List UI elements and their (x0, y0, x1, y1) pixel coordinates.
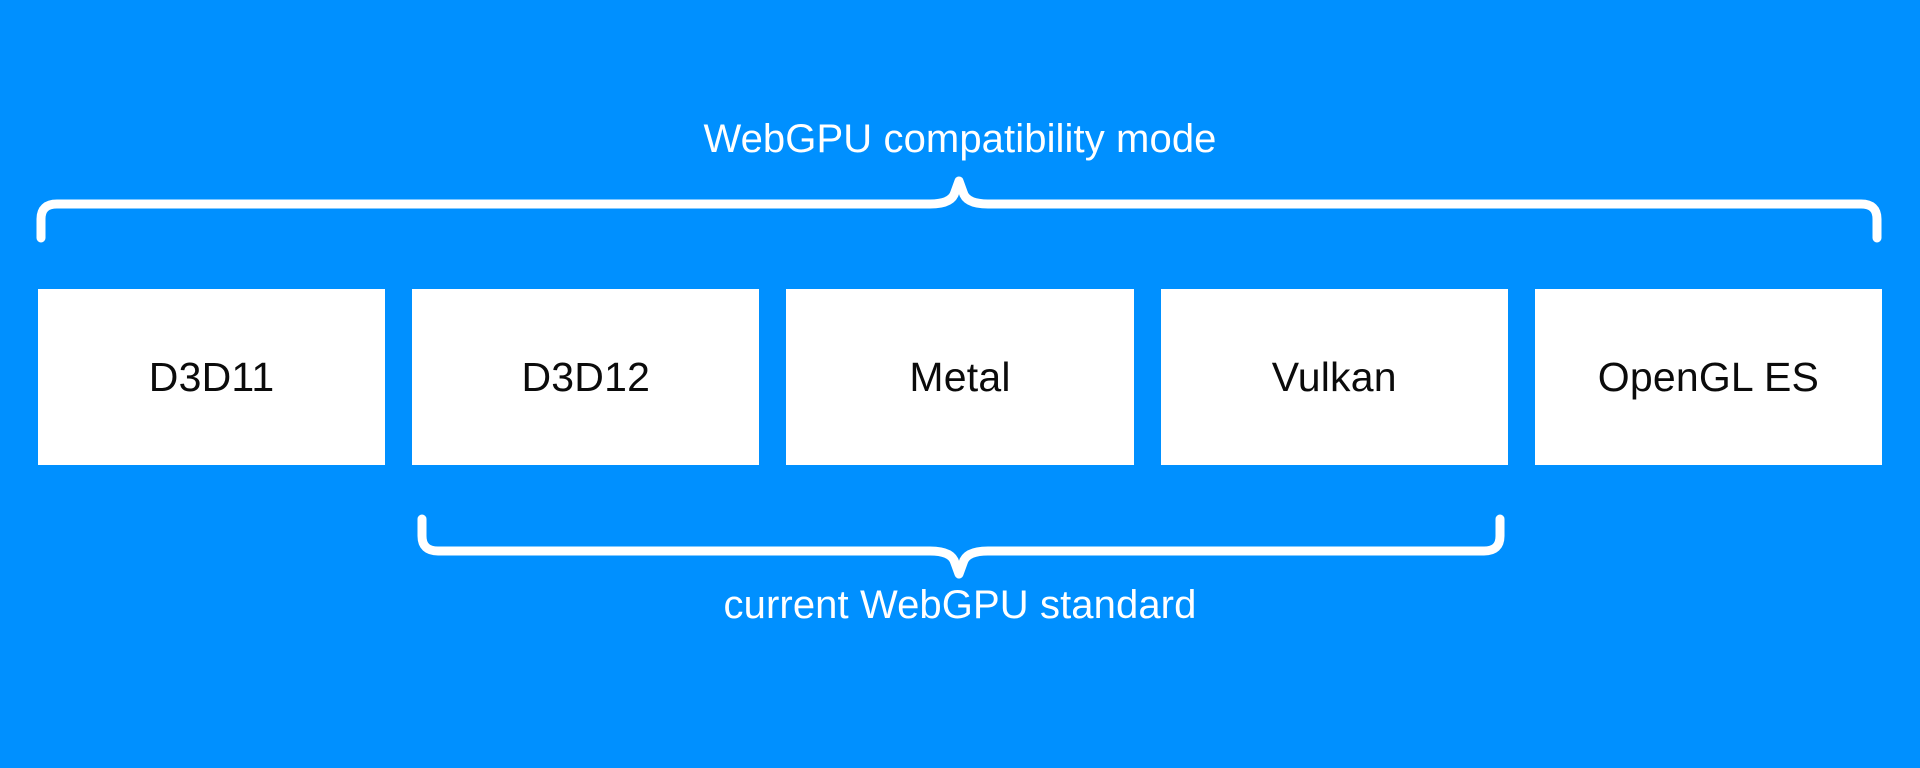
api-box-label: D3D11 (148, 354, 275, 400)
api-box-opengl-es: OpenGL ES (1534, 289, 1883, 465)
bottom-brace-icon (417, 514, 1505, 579)
api-box-d3d12: D3D12 (412, 289, 760, 465)
api-box-row: D3D11 D3D12 Metal Vulkan OpenGL ES (38, 289, 1883, 465)
top-group-label: WebGPU compatibility mode (703, 117, 1217, 161)
api-box-metal: Metal (786, 289, 1134, 465)
api-box-vulkan: Vulkan (1160, 289, 1508, 465)
api-box-label: D3D12 (521, 354, 651, 400)
api-box-label: Vulkan (1271, 354, 1397, 400)
api-box-d3d11: D3D11 (38, 289, 386, 465)
top-brace-icon (36, 176, 1882, 243)
bottom-group-label: current WebGPU standard (723, 583, 1197, 627)
api-box-label: Metal (909, 354, 1011, 400)
api-box-label: OpenGL ES (1597, 354, 1820, 400)
